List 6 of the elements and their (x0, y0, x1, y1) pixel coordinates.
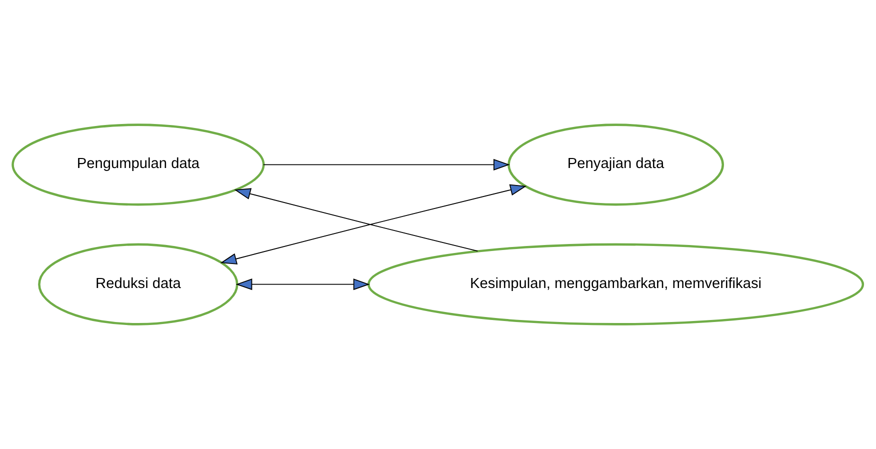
node-ellipse: Pengumpulan data (12, 124, 265, 206)
arrow (263, 158, 510, 170)
arrow (234, 188, 478, 252)
arrow (220, 184, 527, 264)
arrow (236, 278, 370, 290)
node-ellipse: Kesimpulan, menggambarkan, memverifikasi (368, 243, 864, 326)
